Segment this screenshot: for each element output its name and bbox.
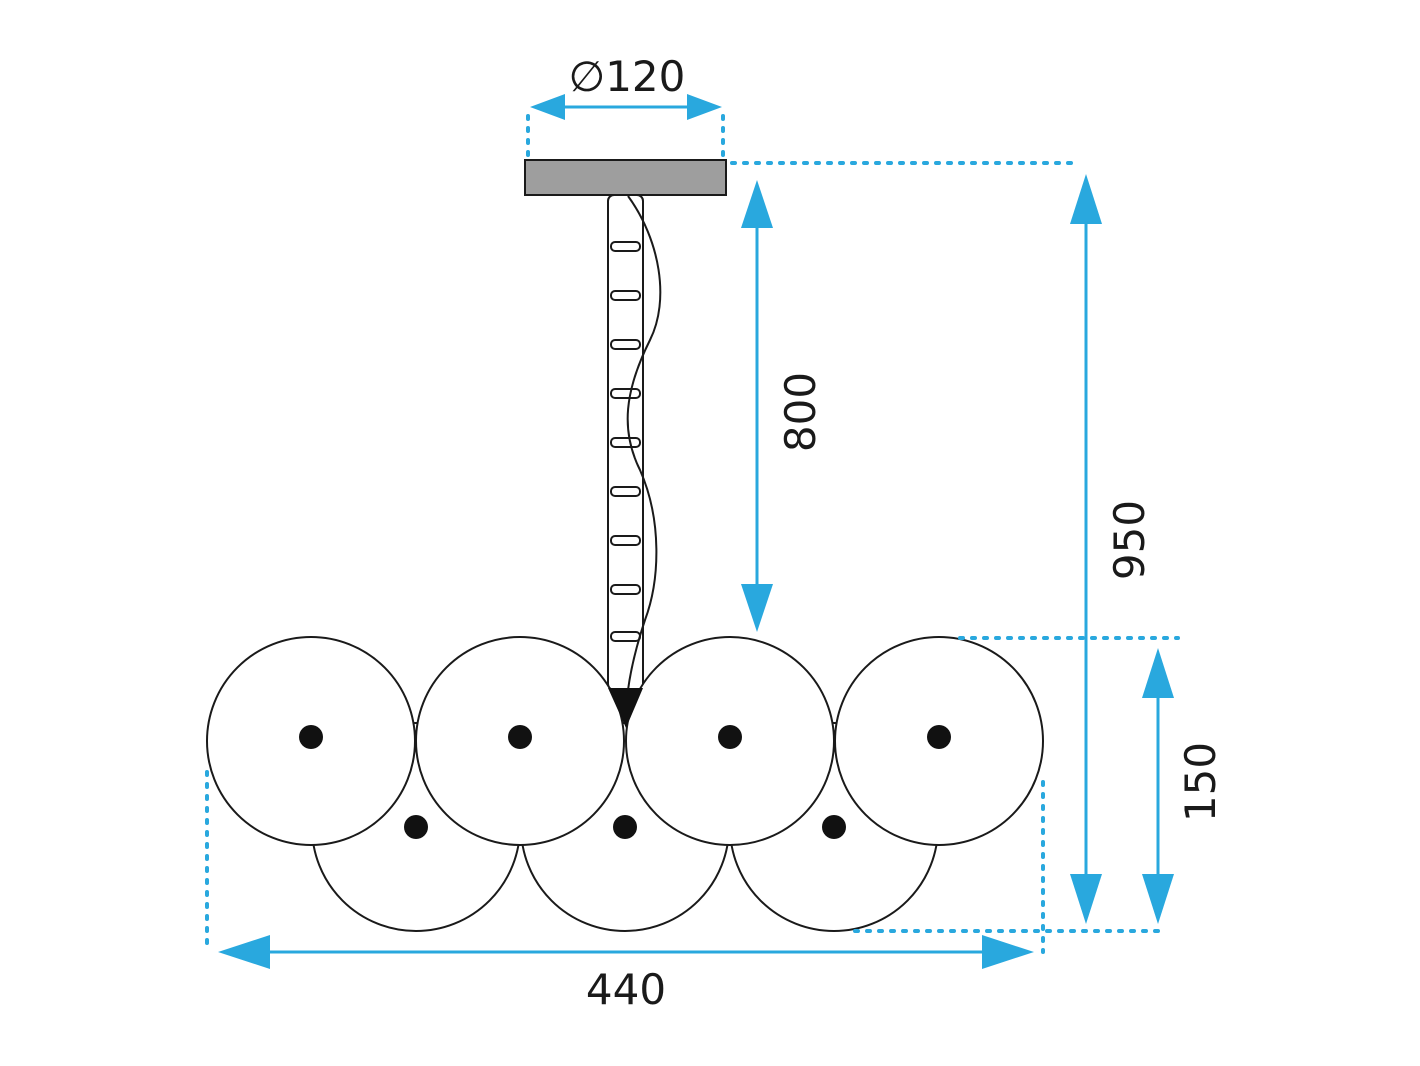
dimension-total-height: 950 (730, 161, 1154, 924)
total-height-label: 950 (1105, 500, 1154, 580)
socket-dot (718, 725, 742, 749)
dimension-total-width: 440 (205, 770, 1045, 1014)
canopy-diameter-label: ∅120 (569, 52, 686, 101)
total-width-label: 440 (586, 965, 666, 1014)
socket-dot (404, 815, 428, 839)
power-cable (626, 195, 662, 691)
pendant-lamp (206, 159, 1044, 932)
socket-dot (927, 725, 951, 749)
dimension-canopy-diameter: ∅120 (526, 52, 725, 160)
socket-dots (299, 725, 951, 839)
dimension-rod-length: 800 (741, 180, 825, 632)
socket-dot (613, 815, 637, 839)
socket-dot (822, 815, 846, 839)
rod-segments (610, 241, 641, 642)
rod-length-label: 800 (776, 372, 825, 452)
socket-dot (299, 725, 323, 749)
dimension-globe-height: 150 (853, 636, 1225, 933)
hub-connector (608, 688, 643, 728)
socket-dot (508, 725, 532, 749)
globe-height-label: 150 (1176, 742, 1225, 822)
ceiling-canopy (524, 159, 727, 196)
